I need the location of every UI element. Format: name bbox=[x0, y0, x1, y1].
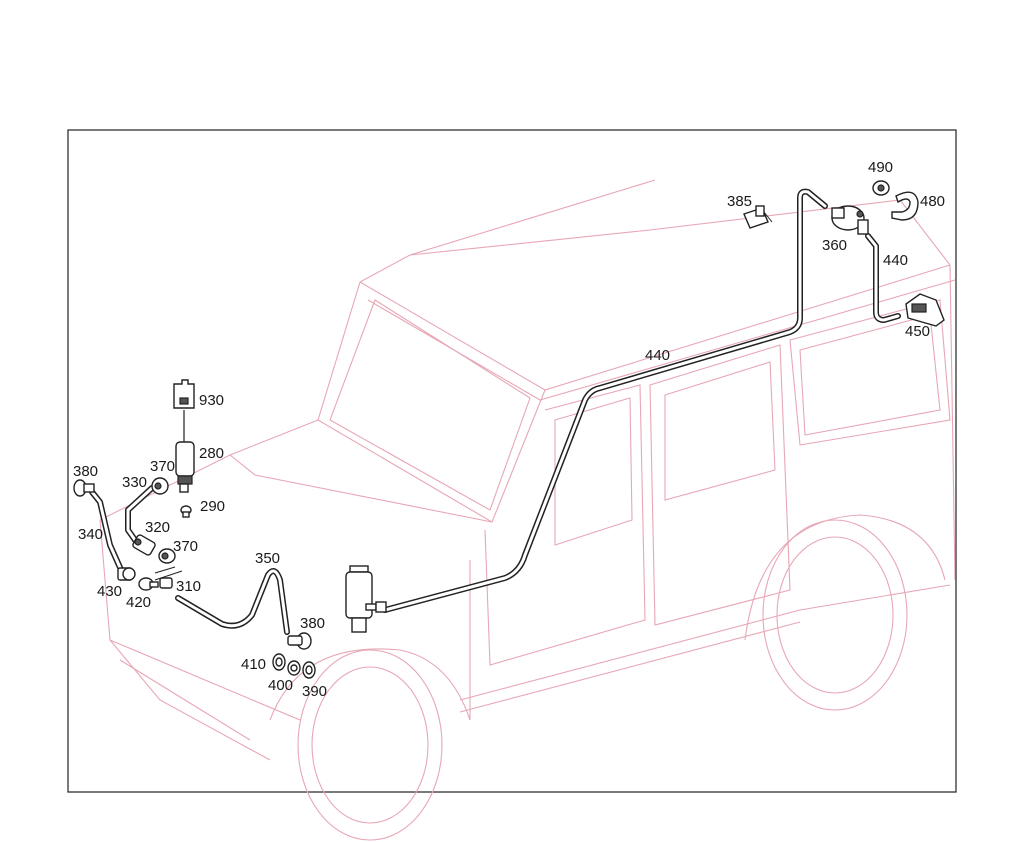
washer-pump-front[interactable] bbox=[345, 565, 387, 633]
callout-450[interactable]: 450 bbox=[905, 323, 930, 340]
callout-370-a[interactable]: 370 bbox=[150, 458, 175, 475]
hose-330[interactable] bbox=[125, 485, 155, 543]
vehicle-outline bbox=[99, 179, 956, 841]
nozzle-450[interactable] bbox=[905, 293, 945, 327]
callout-440-rear[interactable]: 440 bbox=[883, 252, 908, 269]
nozzle-380-left[interactable] bbox=[73, 479, 95, 497]
callout-360[interactable]: 360 bbox=[822, 237, 847, 254]
callout-490[interactable]: 490 bbox=[868, 159, 893, 176]
washer-410[interactable] bbox=[272, 653, 286, 671]
clamp-480[interactable] bbox=[891, 191, 919, 221]
callout-320[interactable]: 320 bbox=[145, 519, 170, 536]
callout-440-main[interactable]: 440 bbox=[645, 347, 670, 364]
callout-labels: 930 280 370 330 290 380 340 320 370 430 … bbox=[73, 159, 945, 700]
callout-310[interactable]: 310 bbox=[176, 578, 201, 595]
connector-930[interactable] bbox=[173, 379, 195, 409]
grommet-290[interactable] bbox=[180, 505, 192, 518]
callout-370-b[interactable]: 370 bbox=[173, 538, 198, 555]
check-valve-370-b[interactable] bbox=[158, 548, 176, 564]
callout-340[interactable]: 340 bbox=[78, 526, 103, 543]
washer-pump-280[interactable] bbox=[175, 410, 195, 493]
callout-410[interactable]: 410 bbox=[241, 656, 266, 673]
washer-390[interactable] bbox=[302, 661, 316, 679]
callout-480[interactable]: 480 bbox=[920, 193, 945, 210]
callout-400[interactable]: 400 bbox=[268, 677, 293, 694]
clip-385[interactable] bbox=[743, 205, 773, 229]
grommet-490[interactable] bbox=[872, 180, 890, 196]
callout-350[interactable]: 350 bbox=[255, 550, 280, 567]
diagram-frame bbox=[67, 129, 957, 793]
callout-380-a[interactable]: 380 bbox=[73, 463, 98, 480]
nozzle-380-right[interactable] bbox=[287, 632, 312, 650]
callout-420[interactable]: 420 bbox=[126, 594, 151, 611]
callout-385[interactable]: 385 bbox=[727, 193, 752, 210]
callout-280[interactable]: 280 bbox=[199, 445, 224, 462]
washer-400[interactable] bbox=[287, 660, 301, 676]
valve-360[interactable] bbox=[831, 205, 869, 235]
hose-350[interactable] bbox=[175, 568, 290, 635]
hose-340[interactable] bbox=[89, 489, 125, 575]
callout-390[interactable]: 390 bbox=[302, 683, 327, 700]
callout-330[interactable]: 330 bbox=[122, 474, 147, 491]
callout-930[interactable]: 930 bbox=[199, 392, 224, 409]
connector-310[interactable] bbox=[154, 566, 183, 589]
hose-440-main[interactable] bbox=[382, 188, 828, 613]
check-valve-370-a[interactable] bbox=[151, 477, 169, 495]
nozzle-420[interactable] bbox=[138, 577, 159, 591]
callout-430[interactable]: 430 bbox=[97, 583, 122, 600]
callout-380-b[interactable]: 380 bbox=[300, 615, 325, 632]
connector-320[interactable] bbox=[132, 534, 156, 556]
t-piece-430[interactable] bbox=[117, 567, 136, 581]
hose-440-rear[interactable] bbox=[865, 233, 901, 323]
callout-290[interactable]: 290 bbox=[200, 498, 225, 515]
